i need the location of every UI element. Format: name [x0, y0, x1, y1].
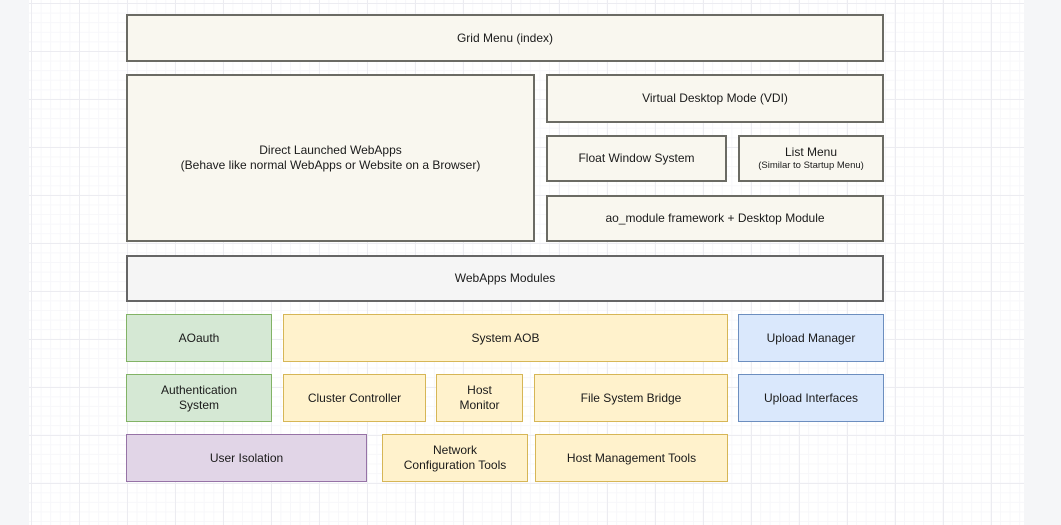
node-label: AOauth — [179, 331, 220, 346]
node-label: Upload Manager — [767, 331, 856, 346]
node-upload-interfaces: Upload Interfaces — [738, 374, 884, 422]
node-label: Configuration Tools — [404, 458, 507, 473]
node-cluster-controller: Cluster Controller — [283, 374, 426, 422]
node-upload-manager: Upload Manager — [738, 314, 884, 362]
node-label: Monitor — [459, 398, 499, 413]
node-grid-menu-index: Grid Menu (index) — [126, 14, 884, 62]
node-user-isolation: User Isolation — [126, 434, 367, 482]
node-label: Network — [433, 443, 477, 458]
node-label: File System Bridge — [581, 391, 682, 406]
node-label: (Behave like normal WebApps or Website o… — [181, 158, 481, 173]
node-label: Float Window System — [578, 151, 694, 166]
node-label: System — [179, 398, 219, 413]
node-label: Host Management Tools — [567, 451, 696, 466]
node-sublabel: (Similar to Startup Menu) — [758, 160, 864, 172]
node-aoauth: AOauth — [126, 314, 272, 362]
node-label: Upload Interfaces — [764, 391, 858, 406]
node-label: Authentication — [161, 383, 237, 398]
node-system-aob: System AOB — [283, 314, 728, 362]
node-label: Grid Menu (index) — [457, 31, 553, 46]
node-label: Direct Launched WebApps — [259, 143, 402, 158]
node-host-management-tools: Host Management Tools — [535, 434, 728, 482]
diagram-canvas: Grid Menu (index) Direct Launched WebApps… — [29, 0, 1024, 525]
node-label: ao_module framework + Desktop Module — [605, 211, 824, 226]
node-direct-launched-webapps: Direct Launched WebApps(Behave like norm… — [126, 74, 535, 242]
node-host-monitor: HostMonitor — [436, 374, 523, 422]
node-ao-module-framework: ao_module framework + Desktop Module — [546, 195, 884, 242]
node-label: System AOB — [471, 331, 539, 346]
node-label: List Menu — [785, 145, 837, 160]
node-file-system-bridge: File System Bridge — [534, 374, 728, 422]
node-list-menu: List Menu(Similar to Startup Menu) — [738, 135, 884, 182]
node-authentication-system: AuthenticationSystem — [126, 374, 272, 422]
node-label: WebApps Modules — [455, 271, 556, 286]
node-network-configuration-tools: NetworkConfiguration Tools — [382, 434, 528, 482]
node-webapps-modules: WebApps Modules — [126, 255, 884, 302]
node-label: User Isolation — [210, 451, 283, 466]
node-label: Host — [467, 383, 492, 398]
node-virtual-desktop-mode: Virtual Desktop Mode (VDI) — [546, 74, 884, 123]
node-label: Cluster Controller — [308, 391, 401, 406]
node-label: Virtual Desktop Mode (VDI) — [642, 91, 788, 106]
node-float-window-system: Float Window System — [546, 135, 727, 182]
